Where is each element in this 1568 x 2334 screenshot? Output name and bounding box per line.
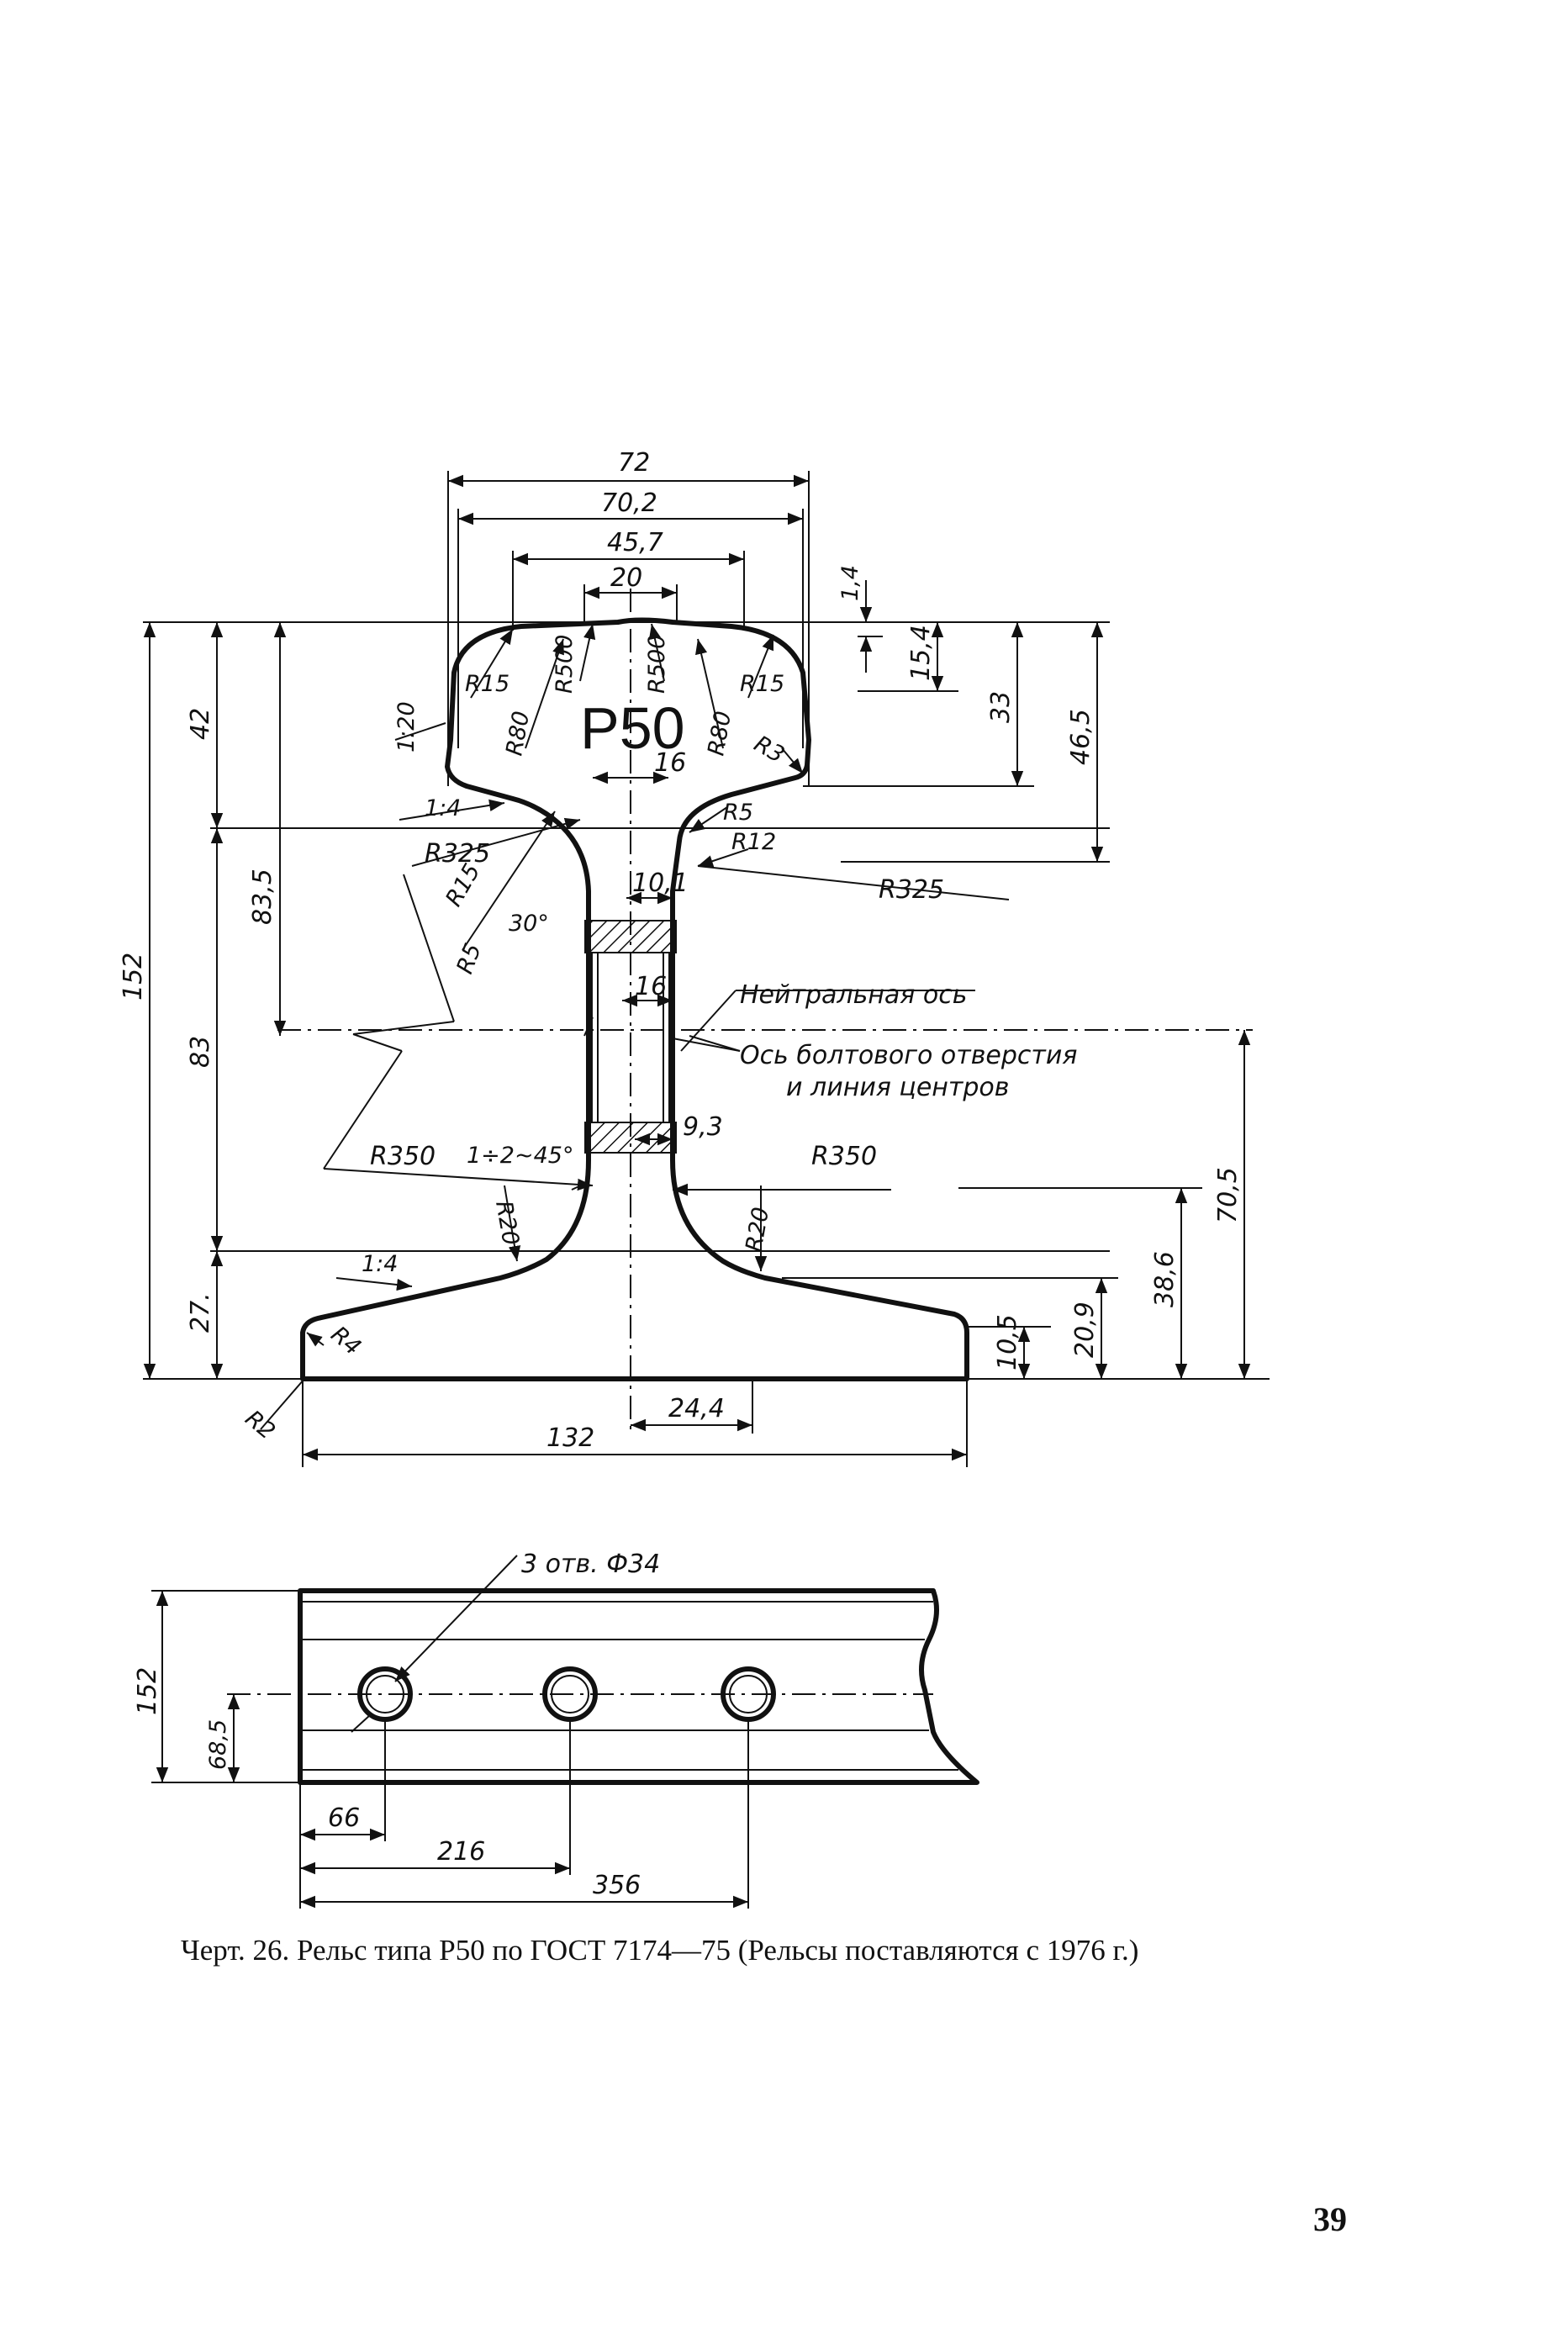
page-number: 39	[1313, 2200, 1347, 2238]
radius-r325-right: R325	[879, 875, 944, 905]
radius-r5-right: R5	[723, 800, 753, 826]
slope-chamfer: 1÷2~45°	[467, 1143, 573, 1169]
hole-offset-1: 66	[328, 1803, 360, 1833]
dim-base-zone: 27.	[186, 1292, 215, 1333]
slope-base-top: 1:4	[362, 1251, 398, 1277]
side-hole-height: 68,5	[205, 1719, 231, 1770]
side-view-labels: 3 отв. Ф34 152 68,5 66 216 356	[133, 1550, 660, 1900]
rail-type-mark: Р50	[580, 695, 685, 761]
dim-base-fillet-top: 38,6	[1150, 1251, 1180, 1307]
radius-r20-left: R20	[490, 1199, 524, 1248]
radius-r350-left: R350	[370, 1142, 436, 1171]
dim-base-edge: 20,9	[1070, 1302, 1100, 1358]
radius-r500-left: R500	[552, 635, 578, 694]
side-view-outline	[298, 1588, 979, 1785]
holes-label: 3 отв. Ф34	[521, 1550, 660, 1579]
radius-r15-left: R15	[465, 671, 509, 697]
dim-web-zone: 83	[186, 1036, 215, 1068]
profile-outline	[300, 617, 969, 1381]
hole-offset-2: 216	[437, 1837, 485, 1867]
dim-web-upper: 10,1	[632, 869, 689, 898]
dim-base-thickness: 10,5	[993, 1314, 1022, 1370]
dim-axis-to-base: 70,5	[1213, 1167, 1243, 1223]
dim-total-height: 152	[119, 953, 148, 1001]
radius-r80-left: R80	[501, 710, 535, 758]
note-bolt-axis-2: и линия центров	[786, 1073, 1009, 1102]
rail-profile	[143, 471, 1270, 1467]
rail-side-view	[151, 1555, 979, 1909]
dim-crown-width: 45,7	[607, 528, 663, 557]
radius-r350-right: R350	[811, 1142, 877, 1171]
slope-angle: 30°	[509, 911, 549, 937]
dim-head-zone: 42	[186, 708, 215, 740]
note-bolt-axis-1: Ось болтового отверстия	[740, 1041, 1077, 1070]
radius-r325-left: R325	[425, 839, 490, 869]
radius-r80-right: R80	[703, 710, 736, 758]
dim-crown-center: 20	[610, 563, 642, 593]
hole-offset-3: 356	[593, 1871, 641, 1900]
dim-head-fillet: 46,5	[1066, 709, 1095, 765]
dim-web-lower: 9,3	[683, 1112, 723, 1142]
slope-head-under: 1:4	[425, 795, 461, 821]
radius-r20-right: R20	[741, 1206, 774, 1254]
radius-r500-right: R500	[644, 635, 670, 694]
radius-r15-right: R15	[740, 671, 784, 697]
dim-hole-span: 16	[635, 972, 667, 1001]
side-height: 152	[133, 1667, 162, 1715]
dim-head-height: 33	[986, 691, 1016, 723]
dim-head-width: 70,2	[601, 488, 657, 518]
figure-caption: Черт. 26. Рельс типа Р50 по ГОСТ 7174—75…	[181, 1934, 1139, 1967]
dim-web-neck: 16	[654, 748, 686, 778]
slope-head-side: 1:20	[393, 701, 420, 752]
radius-r3: R3	[750, 731, 789, 768]
radius-r2: R2	[240, 1406, 280, 1445]
note-neutral-axis: Нейтральная ось	[740, 980, 967, 1010]
dim-head-side: 15,4	[906, 625, 936, 681]
radius-r5-web: R5	[451, 940, 486, 977]
radius-r4: R4	[326, 1322, 366, 1361]
profile-labels: 72 70,2 45,7 20 16 132 24,4 10,1 16 9,3 …	[119, 448, 1243, 1453]
dim-head-to-axis: 83,5	[248, 869, 277, 925]
radius-r12: R12	[731, 829, 776, 855]
dim-base-width: 132	[546, 1423, 594, 1453]
dim-crown-drop: 1,4	[837, 565, 863, 601]
dim-base-half: 24,4	[668, 1394, 725, 1423]
dim-top-partial: 72	[618, 448, 650, 478]
